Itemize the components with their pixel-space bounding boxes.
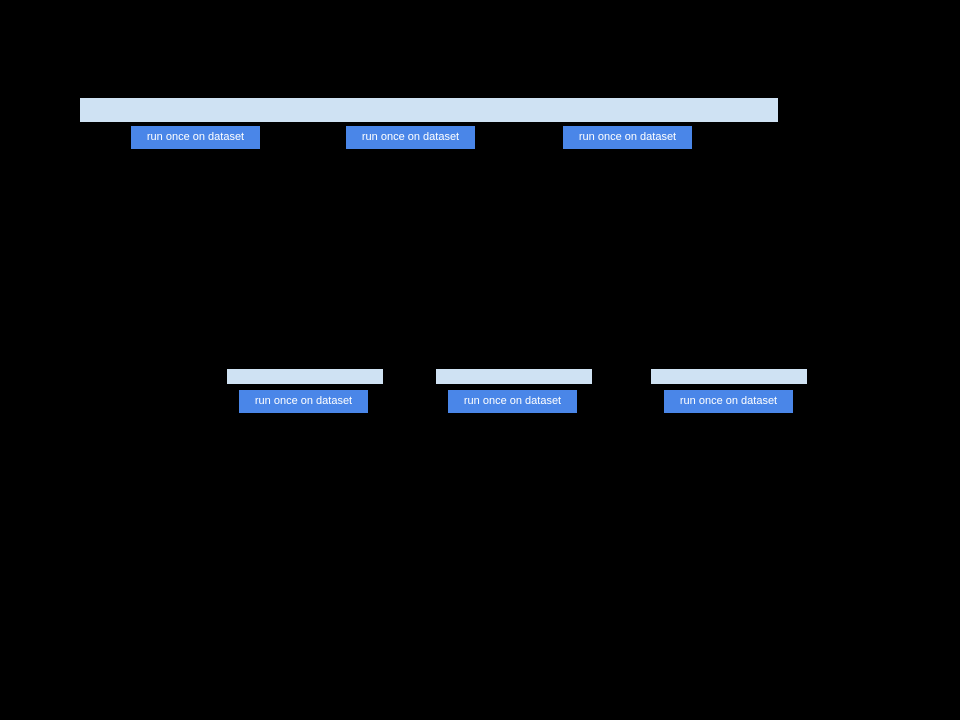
dataset-shard-bar	[651, 369, 807, 384]
run-once-on-dataset-button[interactable]: run once on dataset	[239, 390, 368, 413]
full-dataset-bar	[80, 98, 778, 122]
run-once-on-dataset-button[interactable]: run once on dataset	[448, 390, 577, 413]
dataset-shard-bar	[436, 369, 592, 384]
run-once-on-dataset-button[interactable]: run once on dataset	[131, 126, 260, 149]
run-once-on-dataset-button[interactable]: run once on dataset	[664, 390, 793, 413]
dataset-shard-bar	[227, 369, 383, 384]
run-once-on-dataset-button[interactable]: run once on dataset	[346, 126, 475, 149]
run-once-on-dataset-button[interactable]: run once on dataset	[563, 126, 692, 149]
